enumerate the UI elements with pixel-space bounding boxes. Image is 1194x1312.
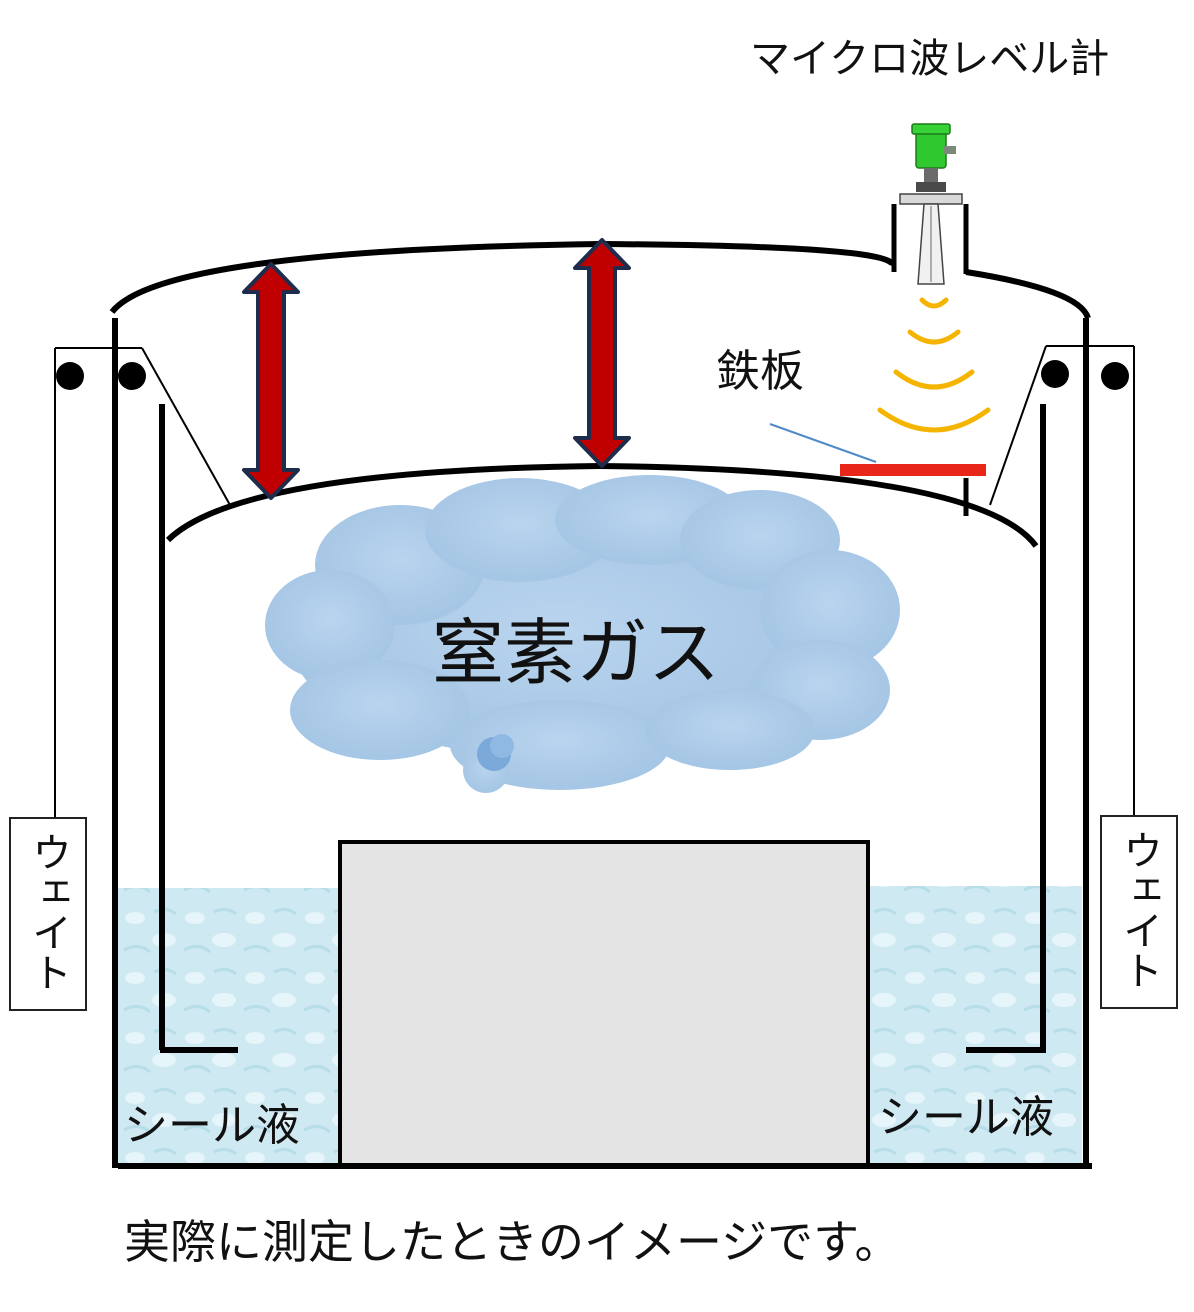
nitrogen-gas-cloud [265,475,900,793]
microwave-level-meter-icon [899,123,963,285]
pulley-left [54,347,231,820]
outer-tank [109,240,1092,1169]
seal-liquid-left [118,888,340,1168]
gap-arrow-center [573,238,631,468]
meter-nozzle [891,204,969,274]
iron-plate-label: 鉄板 [716,346,804,397]
nitrogen-gas-label: 窒素ガス [432,611,720,695]
microwave-waves [877,297,991,433]
weight-label-right: ウェイト [1116,830,1162,990]
pulley-wheel-icon [56,362,84,390]
seal-liquid-right [868,886,1082,1168]
pulley-right [989,345,1135,818]
pulley-wheel-icon [118,362,146,390]
weight-box-right [1100,815,1178,1009]
weight-label-left: ウェイト [25,832,71,992]
center-block [338,840,870,1168]
pulley-wheel-icon [1101,362,1129,390]
gap-arrow-left [242,262,300,500]
seal-liquid-label-left: シール液 [124,1100,300,1151]
caption: 実際に測定したときのイメージです。 [124,1215,900,1269]
seal-liquid-label-right: シール液 [878,1092,1054,1143]
weight-box-left [9,817,87,1011]
pulley-wheel-icon [1041,360,1069,388]
iron-plate-leader [769,423,877,463]
level-meter-label: マイクロ波レベル計 [750,36,1109,82]
